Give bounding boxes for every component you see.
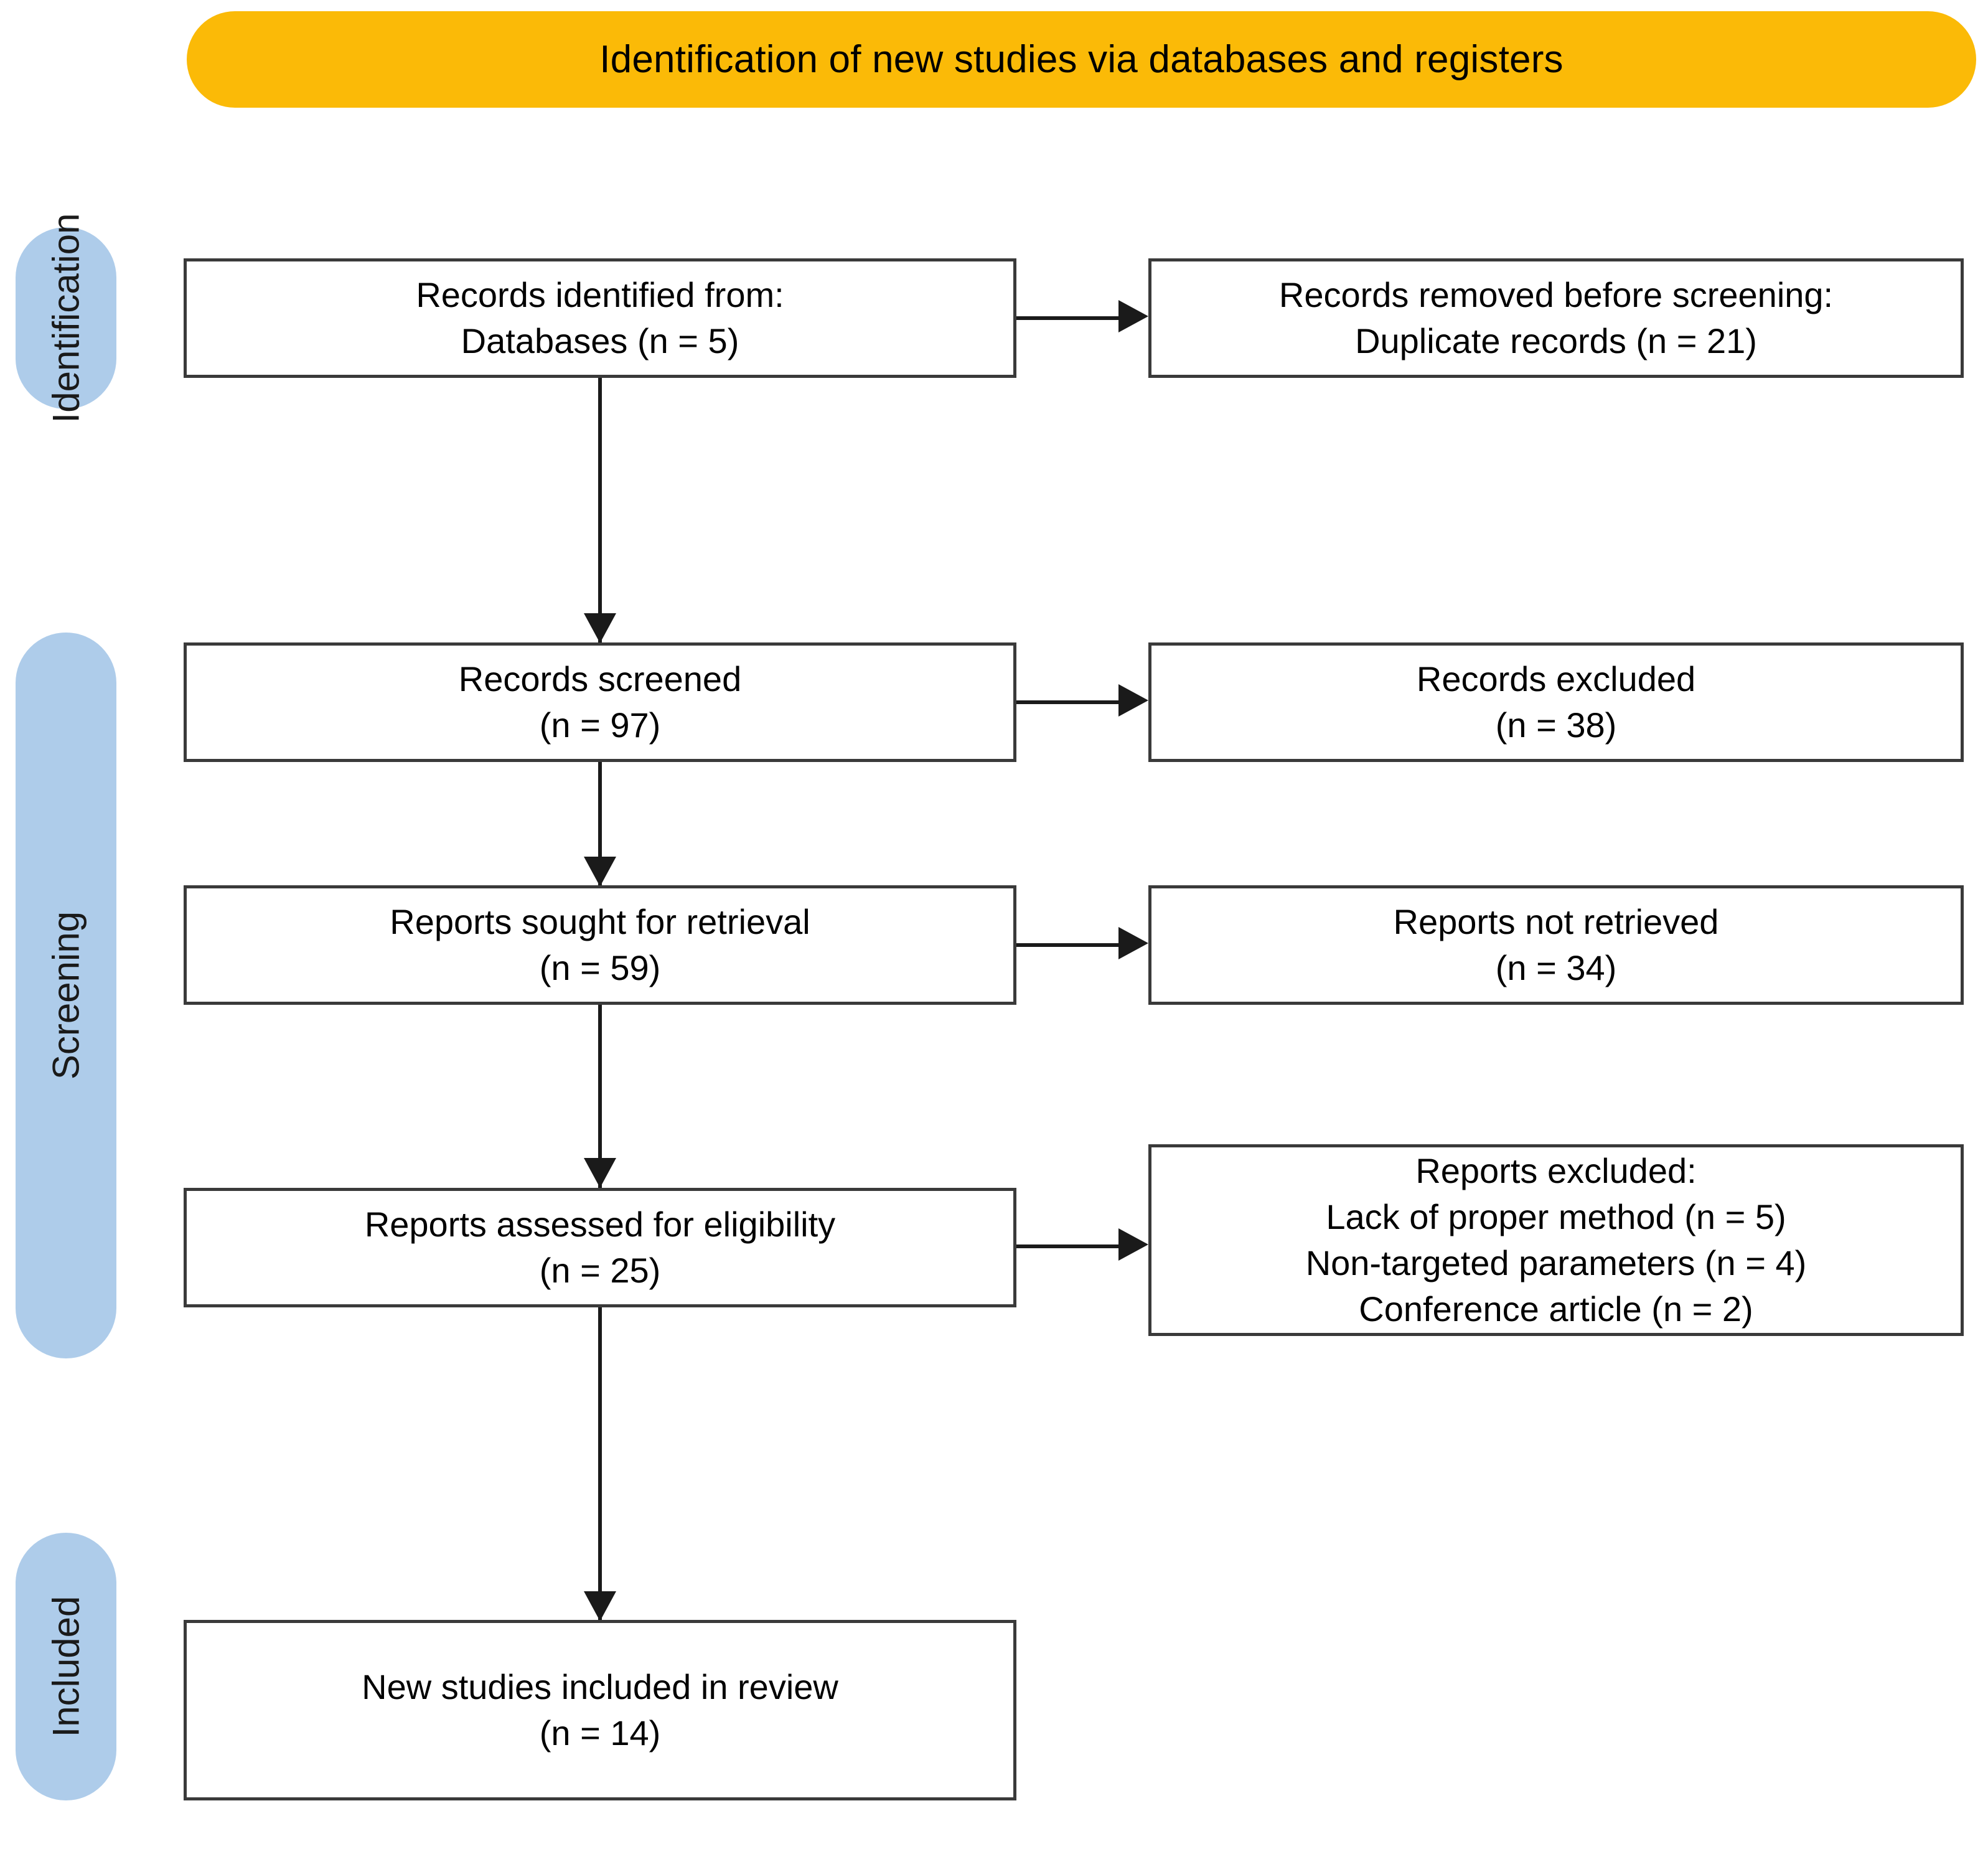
node-reports-assessed-for-eligibility: Reports assessed for eligibility (n = 25…: [184, 1188, 1016, 1307]
node-records-screened: Records screened (n = 97): [184, 642, 1016, 762]
node-reports-sought-for-retrieval: Reports sought for retrieval (n = 59): [184, 885, 1016, 1005]
node-records-removed-before-screening: Records removed before screening: Duplic…: [1148, 258, 1964, 378]
node-line: Reports not retrieved: [1393, 902, 1719, 942]
arrowhead-down-to-screened: [584, 613, 616, 643]
stage-pill-identification: Identification: [16, 214, 116, 423]
node-line: Duplicate records (n = 21): [1355, 321, 1757, 360]
connector-screened-to-sought: [598, 762, 602, 887]
arrowhead-right-to-reports-excluded: [1118, 1228, 1148, 1261]
stage-label-included: Included: [45, 1596, 87, 1738]
node-line: Reports sought for retrieval: [390, 902, 810, 942]
node-line: Lack of proper method (n = 5): [1326, 1197, 1786, 1237]
arrowhead-right-to-excluded: [1118, 684, 1148, 717]
stage-pill-screening: Screening: [16, 633, 116, 1358]
node-line: Non-targeted parameters (n = 4): [1305, 1243, 1807, 1282]
arrowhead-down-to-sought: [584, 857, 616, 887]
node-line: (n = 38): [1495, 705, 1617, 745]
node-line: Records identified from:: [416, 275, 784, 315]
node-line: (n = 34): [1495, 948, 1617, 987]
stage-label-screening: Screening: [45, 911, 87, 1080]
node-line: (n = 14): [539, 1713, 661, 1753]
connector-sought-to-not-retrieved: [1016, 943, 1137, 947]
node-line: New studies included in review: [362, 1667, 838, 1707]
node-line: Conference article (n = 2): [1359, 1289, 1753, 1329]
connector-identified-to-screened: [598, 378, 602, 644]
arrowhead-down-to-assessed: [584, 1158, 616, 1188]
arrowhead-right-to-not-retrieved: [1118, 927, 1148, 959]
node-line: Reports excluded:: [1415, 1151, 1697, 1191]
arrowhead-down-to-included: [584, 1591, 616, 1621]
node-line: Records excluded: [1416, 659, 1696, 699]
connector-assessed-to-included: [598, 1307, 602, 1622]
connector-screened-to-excluded: [1016, 700, 1137, 704]
node-line: (n = 97): [539, 705, 661, 745]
stage-pill-included: Included: [16, 1533, 116, 1800]
node-new-studies-included: New studies included in review (n = 14): [184, 1620, 1016, 1800]
connector-assessed-to-reports-excluded: [1016, 1244, 1137, 1248]
stage-label-identification: Identification: [45, 213, 87, 423]
node-reports-not-retrieved: Reports not retrieved (n = 34): [1148, 885, 1964, 1005]
node-line: Databases (n = 5): [461, 321, 739, 360]
connector-identified-to-removed: [1016, 316, 1137, 320]
node-line: Records screened: [458, 659, 742, 699]
arrowhead-right-to-removed: [1118, 300, 1148, 332]
diagram-header-banner: Identification of new studies via databa…: [187, 11, 1976, 108]
node-records-excluded: Records excluded (n = 38): [1148, 642, 1964, 762]
node-records-identified: Records identified from: Databases (n = …: [184, 258, 1016, 378]
node-line: Reports assessed for eligibility: [364, 1205, 836, 1244]
diagram-title: Identification of new studies via databa…: [599, 38, 1564, 81]
node-line: (n = 25): [539, 1251, 661, 1290]
node-line: Records removed before screening:: [1278, 275, 1834, 315]
node-reports-excluded: Reports excluded: Lack of proper method …: [1148, 1144, 1964, 1336]
connector-sought-to-assessed: [598, 1005, 602, 1190]
node-line: (n = 59): [539, 948, 661, 987]
